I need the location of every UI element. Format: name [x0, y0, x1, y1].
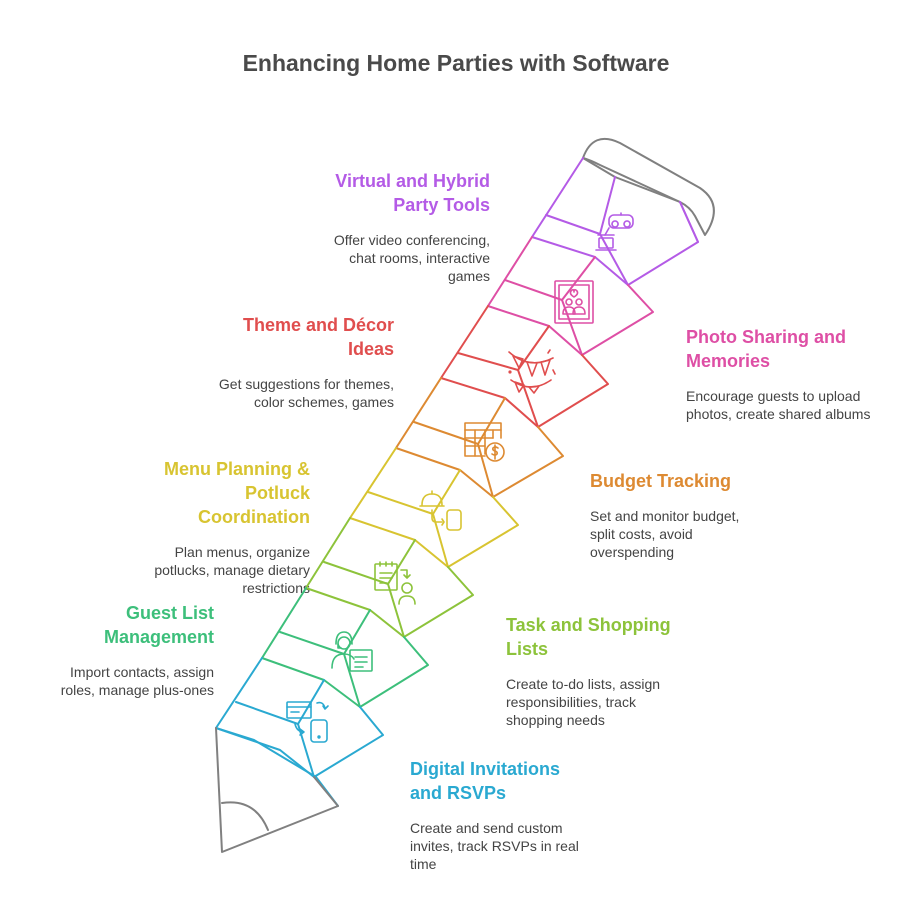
- feature-menu-desc: Plan menus, organize potlucks, manage di…: [154, 544, 310, 596]
- feature-menu-title: Menu Planning & Potluck Coordination: [164, 459, 310, 527]
- feature-task: Task and Shopping Lists Create to-do lis…: [506, 613, 706, 729]
- pencil-eraser: [582, 138, 715, 236]
- segment-guest: [261, 587, 429, 708]
- diagram-title: Enhancing Home Parties with Software: [242, 50, 670, 76]
- segment-invite: [215, 657, 384, 807]
- feature-invite-desc: Create and send custom invites, track RS…: [410, 820, 579, 872]
- feature-virtual-title: Virtual and Hybrid Party Tools: [335, 171, 490, 215]
- feature-budget-desc: Set and monitor budget, split costs, avo…: [590, 508, 740, 560]
- feature-photo: Photo Sharing and Memories Encourage gue…: [686, 325, 886, 423]
- checklist-icon: [374, 561, 416, 605]
- bunting-icon: [508, 349, 556, 394]
- feature-theme-desc: Get suggestions for themes, color scheme…: [218, 376, 394, 410]
- segment-theme: [440, 305, 609, 428]
- feature-photo-title: Photo Sharing and Memories: [686, 327, 846, 371]
- feature-theme-title: Theme and Décor Ideas: [242, 315, 394, 359]
- pencil-lead-curve: [221, 801, 269, 831]
- guest-list-icon: [331, 631, 373, 672]
- pencil-tip: [215, 727, 339, 853]
- budget-sheet-icon: [464, 422, 505, 462]
- feature-budget: Budget Tracking Set and monitor budget, …: [590, 469, 790, 561]
- feature-virtual: Virtual and Hybrid Party Tools Offer vid…: [240, 169, 490, 285]
- invite-phone-icon: [286, 701, 329, 743]
- segment-task: [305, 517, 474, 638]
- feature-task-desc: Create to-do lists, assign responsibilit…: [506, 676, 661, 728]
- feature-budget-title: Budget Tracking: [590, 471, 732, 491]
- segment-virtual: [531, 157, 699, 286]
- feature-guest-title: Guest List Management: [103, 603, 214, 647]
- segment-photo: [487, 236, 654, 356]
- food-cloche-icon: [419, 490, 462, 531]
- segment-menu: [349, 447, 519, 568]
- feature-menu: Menu Planning & Potluck Coordination Pla…: [120, 457, 310, 597]
- vr-headset-icon: [595, 212, 634, 251]
- feature-guest: Guest List Management Import contacts, a…: [40, 601, 214, 699]
- photo-frame-icon: [554, 280, 594, 324]
- segment-budget: [395, 377, 564, 498]
- feature-photo-desc: Encourage guests to upload photos, creat…: [686, 388, 871, 422]
- feature-task-title: Task and Shopping Lists: [506, 615, 671, 659]
- feature-virtual-desc: Offer video conferencing, chat rooms, in…: [333, 232, 490, 284]
- feature-invite: Digital Invitations and RSVPs Create and…: [410, 757, 610, 873]
- feature-guest-desc: Import contacts, assign roles, manage pl…: [60, 664, 214, 698]
- feature-invite-title: Digital Invitations and RSVPs: [410, 759, 561, 803]
- feature-theme: Theme and Décor Ideas Get suggestions fo…: [180, 313, 394, 411]
